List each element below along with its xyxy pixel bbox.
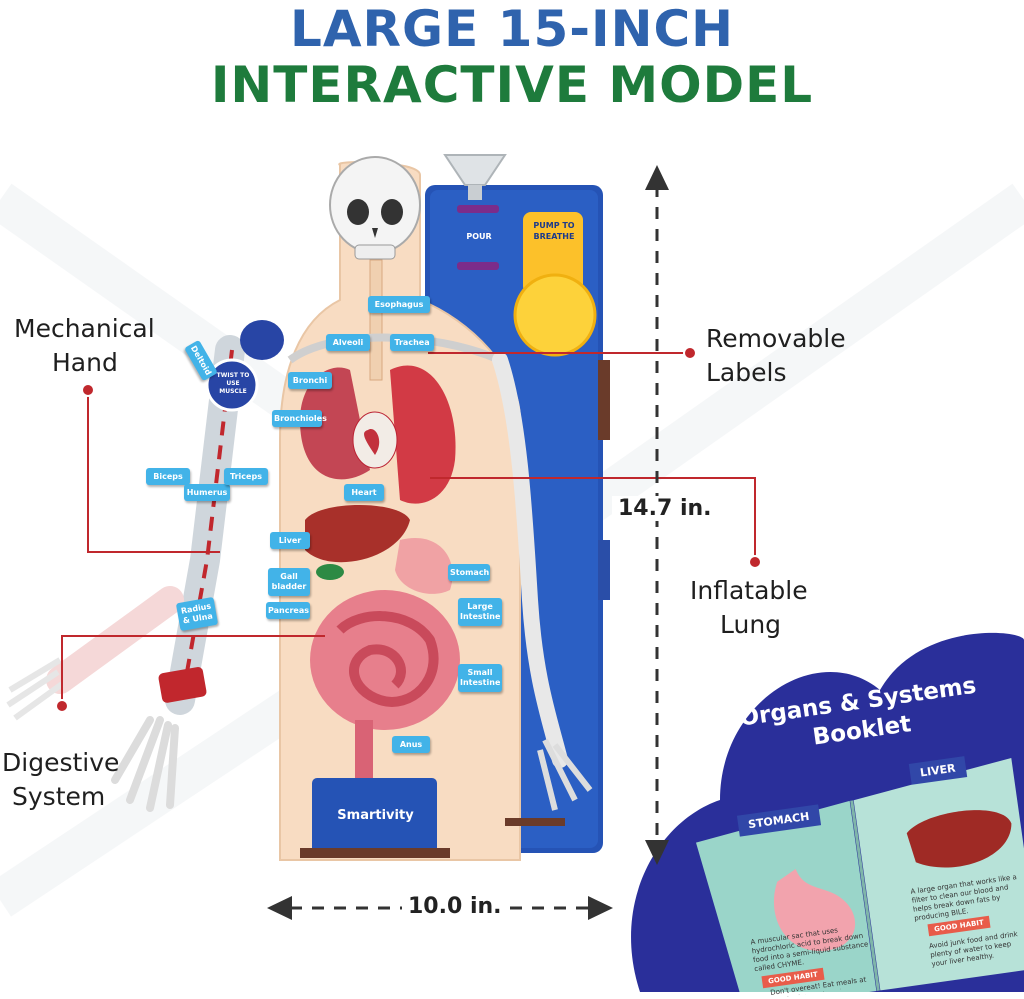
- stomach-drawing-icon: [773, 869, 856, 952]
- brand-logo: Smartivity: [337, 808, 414, 823]
- height-dimension: 14.7 in.: [612, 496, 718, 521]
- inflatable-lung: [390, 365, 456, 504]
- liver-drawing-icon: [906, 810, 1012, 868]
- line-mechanical-hand: [87, 390, 220, 553]
- callout-mechanical-hand: Mechanical Hand: [14, 314, 155, 377]
- callout-inflatable-lung: Inflatable Lung: [690, 576, 808, 639]
- funnel: [443, 154, 507, 186]
- label-large-intestine[interactable]: Large Intestine: [458, 598, 502, 626]
- label-heart[interactable]: Heart: [344, 484, 384, 501]
- label-alveoli[interactable]: Alveoli: [326, 334, 370, 351]
- callout-removable-labels: Removable Labels: [706, 324, 846, 387]
- label-esophagus[interactable]: Esophagus: [368, 296, 430, 313]
- rectum: [355, 720, 373, 780]
- pump-label: PUMP TO BREATHE: [533, 221, 575, 241]
- booklet: [695, 757, 1024, 992]
- pour-label: POUR: [466, 232, 492, 241]
- label-small-intestine[interactable]: Small Intestine: [458, 664, 502, 692]
- label-bronchi[interactable]: Bronchi: [288, 372, 332, 389]
- label-liver[interactable]: Liver: [270, 532, 310, 549]
- mechanical-hand: [111, 716, 179, 812]
- stomach: [395, 538, 453, 594]
- label-biceps[interactable]: Biceps: [146, 468, 190, 485]
- deltoid-knob: [205, 358, 259, 412]
- liver: [305, 505, 410, 563]
- pump-bulb: [513, 273, 597, 357]
- line-digestive-system: [61, 635, 325, 706]
- label-humerus[interactable]: Humerus: [184, 484, 230, 501]
- headline-line-2: INTERACTIVE MODEL: [210, 56, 814, 114]
- pump-panel: [523, 212, 583, 294]
- callout-digestive-system: Digestive System: [2, 748, 120, 811]
- arm-bone-right: [492, 352, 568, 768]
- line-inflatable-lung: [430, 477, 756, 562]
- gall-bladder: [316, 564, 344, 580]
- label-stomach[interactable]: Stomach: [448, 564, 490, 581]
- label-pancreas[interactable]: Pancreas: [266, 602, 310, 619]
- label-bronchioles[interactable]: Bronchioles: [272, 410, 327, 427]
- small-intestine: [336, 611, 439, 707]
- headline-line-1: LARGE 15-INCH: [290, 0, 734, 58]
- width-arrow: [267, 896, 613, 920]
- skull: [329, 156, 421, 254]
- label-triceps[interactable]: Triceps: [224, 468, 268, 485]
- mechanical-arm: [165, 335, 245, 715]
- width-dimension: 10.0 in.: [402, 894, 508, 919]
- label-anus[interactable]: Anus: [392, 736, 430, 753]
- twist-label: TWIST TO USE MUSCLE: [216, 372, 250, 395]
- label-gall-bladder[interactable]: Gall bladder: [268, 568, 310, 596]
- base-stand: [312, 778, 437, 858]
- lung-left: [300, 367, 370, 480]
- label-trachea[interactable]: Trachea: [390, 334, 434, 351]
